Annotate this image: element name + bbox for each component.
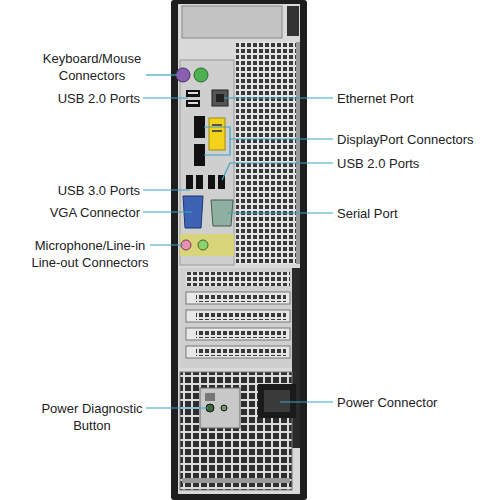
audio-panel — [180, 234, 234, 256]
ethernet-socket — [216, 94, 224, 102]
leader-line — [204, 139, 230, 155]
chassis-panel — [178, 4, 300, 494]
leader-line — [150, 244, 183, 245]
usb-tongue — [188, 92, 198, 94]
lock-slot — [287, 6, 299, 36]
usb3-port — [196, 175, 203, 189]
leader-line — [146, 74, 178, 75]
slot-cover — [186, 310, 290, 322]
slot-vent — [196, 312, 286, 320]
callout-label: Power Diagnostic Button — [37, 400, 147, 434]
leader-line — [143, 189, 190, 190]
ps2-keyboard-port — [176, 68, 190, 82]
displayport — [194, 144, 205, 166]
power-connector-socket — [264, 390, 290, 412]
usb-port — [208, 175, 215, 189]
diagnostic-led — [221, 405, 227, 411]
slot-vent — [196, 294, 286, 302]
ps2-mouse-port — [194, 68, 208, 82]
slot-cover — [186, 292, 290, 304]
leader-line — [204, 127, 333, 139]
top-plate — [182, 6, 282, 38]
callout-label: Power Connector — [337, 394, 487, 411]
expansion-area — [180, 268, 296, 368]
leader-line — [143, 97, 188, 98]
psu-label — [182, 478, 290, 483]
callout-label: USB 2.0 Ports — [30, 90, 140, 107]
io-shield — [180, 60, 234, 265]
slot-vent — [196, 330, 286, 338]
slot-vent — [196, 348, 286, 356]
side-vent — [236, 42, 296, 264]
usb3-port — [186, 175, 193, 189]
displayport — [194, 116, 205, 138]
callout-label: DisplayPort Connectors — [337, 131, 492, 148]
sticker-print — [212, 130, 222, 132]
usb-port — [186, 100, 200, 107]
slot-vent — [186, 272, 290, 286]
usb-port — [186, 90, 200, 97]
psu-switch — [205, 393, 215, 401]
leader-line — [146, 407, 208, 408]
slot-cover — [186, 328, 290, 340]
callout-label: Microphone/Line-in Line-out Connectors — [25, 237, 155, 271]
callout-label: USB 3.0 Ports — [30, 182, 140, 199]
leader-line — [228, 212, 333, 213]
vent-rail — [296, 42, 300, 264]
line-out-jack — [198, 240, 208, 250]
callout-label: Keyboard/Mouse Connectors — [37, 50, 147, 84]
slot-cover — [186, 346, 290, 358]
usb-tongue — [188, 102, 198, 104]
callout-label: USB 2.0 Ports — [337, 155, 487, 172]
power-connector-body — [258, 384, 296, 418]
callout-label: Serial Port — [337, 205, 487, 222]
sticker — [209, 118, 225, 150]
sticker-print — [212, 124, 222, 126]
callout-label: Ethernet Port — [337, 90, 487, 107]
leader-line — [280, 401, 333, 402]
leader-line — [143, 211, 192, 212]
leader-line — [224, 97, 333, 98]
leader-line — [222, 163, 333, 180]
side-rail — [292, 268, 300, 448]
chassis-frame — [171, 0, 307, 500]
callout-label: VGA Connector — [30, 204, 140, 221]
